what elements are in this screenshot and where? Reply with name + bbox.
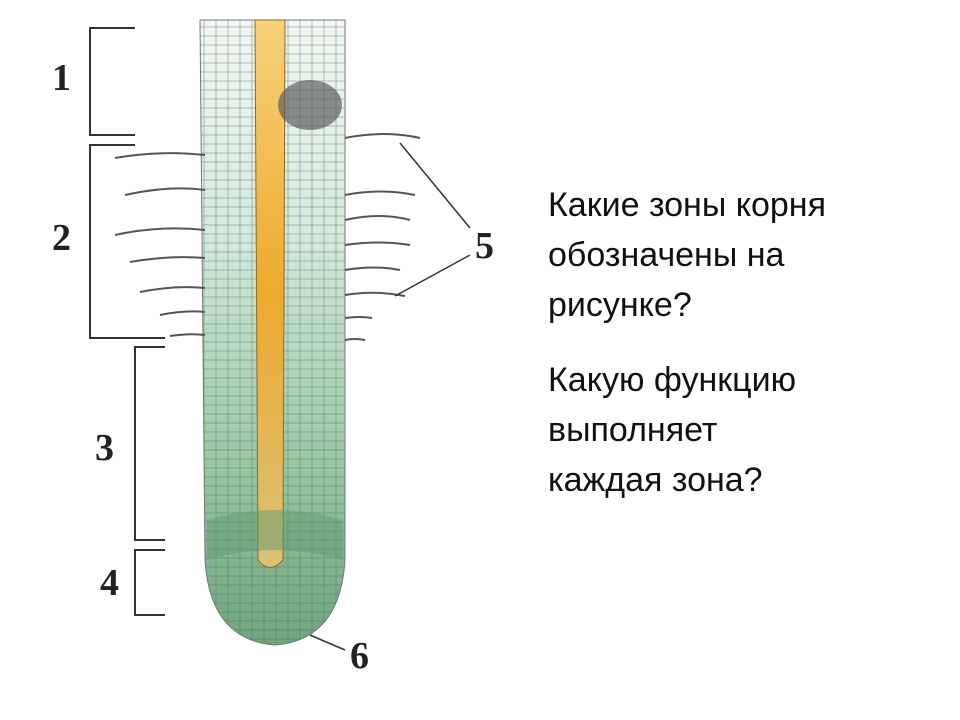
label-root-hairs: 5 [475,225,494,267]
pointer-5a [399,142,471,229]
question-line: рисунке? [548,286,692,324]
label-root-cap: 6 [350,635,369,677]
root-body [199,19,346,646]
bracket-zone-3 [134,346,165,541]
pointer-6 [309,634,346,651]
label-zone-2: 2 [52,217,71,259]
pointer-lines [309,142,471,651]
question-functions: Какую функцию выполняет каждая зона? [548,355,796,505]
bracket-zone-4 [134,549,165,616]
label-zone-4: 4 [100,562,119,604]
question-line: выполняет [548,411,718,449]
zone-brackets [89,27,165,616]
question-zones: Какие зоны корня обозначены на рисунке? [548,180,826,330]
lateral-root-primordium [278,80,342,130]
bracket-zone-1 [89,27,135,136]
root-hairs [114,133,421,341]
question-line: Какие зоны корня [548,186,826,224]
question-line: обозначены на [548,236,785,274]
question-line: каждая зона? [548,461,763,499]
meristem-zone [207,510,343,560]
bracket-zone-2 [89,144,165,339]
label-zone-3: 3 [95,427,114,469]
pointer-5b [394,254,471,297]
label-zone-1: 1 [52,57,71,99]
question-line: Какую функцию [548,361,797,399]
